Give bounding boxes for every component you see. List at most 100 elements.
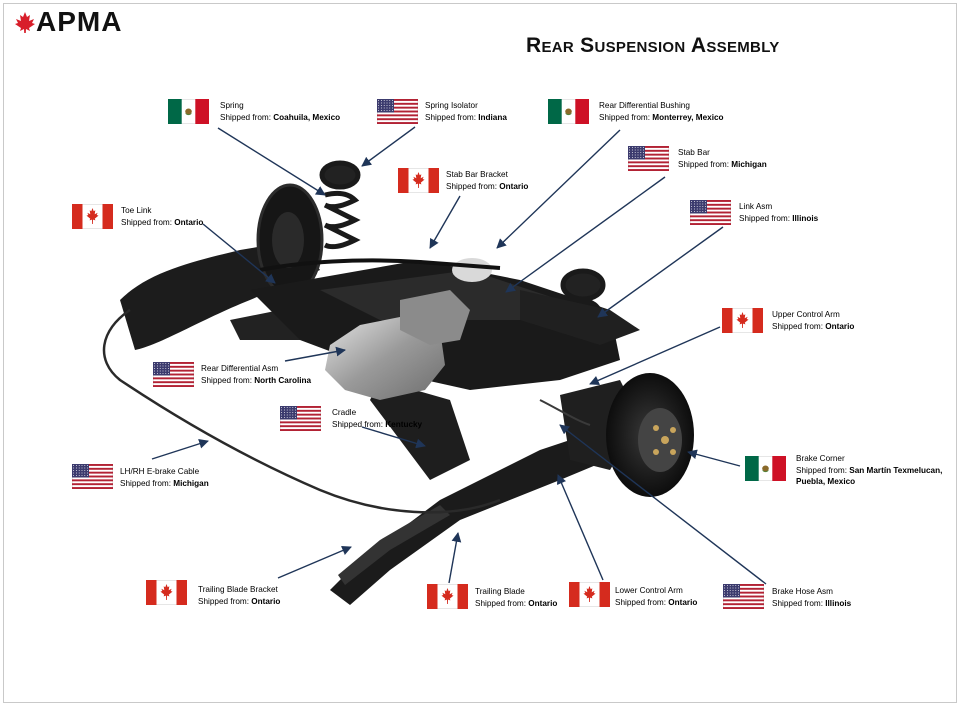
arrow-lower-control-arm xyxy=(556,474,604,581)
part-location: Kentucky xyxy=(385,419,423,429)
label-toe-link: Toe Link Shipped from: Ontario xyxy=(121,205,203,228)
part-name: Rear Differential Asm xyxy=(201,364,279,373)
part-name: Brake Corner xyxy=(796,454,845,463)
callout-arrows xyxy=(151,126,767,585)
arrow-rear-differential-bushing xyxy=(496,129,621,249)
flag-rear-differential-bushing xyxy=(547,98,590,125)
flag-upper-control-arm xyxy=(721,307,764,334)
label-spring: Spring Shipped from: Coahuila, Mexico xyxy=(220,100,340,123)
label-cradle: Cradle Shipped from: Kentucky xyxy=(332,407,422,430)
flag-link-asm xyxy=(689,199,732,226)
canada-flag-icon xyxy=(71,203,114,230)
flag-cradle xyxy=(279,405,322,432)
arrow-trailing-blade-bracket xyxy=(277,545,352,579)
part-location: Ontario xyxy=(528,598,558,608)
maple-leaf-icon xyxy=(15,12,35,33)
label-link-asm: Link Asm Shipped from: Illinois xyxy=(739,201,818,224)
arrow-brake-hose-asm xyxy=(559,424,767,585)
brake-hose-shape xyxy=(539,399,591,426)
shipped-prefix: Shipped from: xyxy=(198,596,252,606)
part-location: Indiana xyxy=(478,112,507,122)
flag-rear-differential-asm xyxy=(152,361,195,388)
part-location: Michigan xyxy=(731,159,767,169)
flag-brake-hose-asm xyxy=(722,583,765,610)
part-name: Stab Bar Bracket xyxy=(446,170,508,179)
shipped-prefix: Shipped from: xyxy=(446,181,500,191)
part-location: Ontario xyxy=(668,597,698,607)
page-frame xyxy=(3,3,957,703)
part-location: Ontario xyxy=(825,321,855,331)
part-name: Brake Hose Asm xyxy=(772,587,833,596)
label-trailing-blade-bracket: Trailing Blade Bracket Shipped from: Ont… xyxy=(198,584,280,607)
flag-ebrake-cable xyxy=(71,463,114,490)
part-name: Trailing Blade xyxy=(475,587,525,596)
part-name: Trailing Blade Bracket xyxy=(198,585,278,594)
usa-flag-icon xyxy=(689,199,732,226)
arrow-cradle xyxy=(361,426,426,449)
part-location: Michigan xyxy=(173,478,209,488)
part-location: San Martín Texmelucan, Puebla, Mexico xyxy=(796,465,943,487)
part-name: Rear Differential Bushing xyxy=(599,101,690,110)
label-brake-hose-asm: Brake Hose Asm Shipped from: Illinois xyxy=(772,586,851,609)
label-rear-differential-asm: Rear Differential Asm Shipped from: Nort… xyxy=(201,363,311,386)
usa-flag-icon xyxy=(376,98,419,125)
label-stab-bar: Stab Bar Shipped from: Michigan xyxy=(678,147,767,170)
shipped-prefix: Shipped from: xyxy=(121,217,175,227)
shipped-prefix: Shipped from: xyxy=(332,419,386,429)
flag-toe-link xyxy=(71,203,114,230)
part-name: Spring xyxy=(220,101,244,110)
shipped-prefix: Shipped from: xyxy=(772,598,826,608)
arrow-spring-isolator xyxy=(361,126,416,167)
flag-trailing-blade-bracket xyxy=(145,579,188,606)
part-location: Ontario xyxy=(499,181,529,191)
part-location: Coahuila, Mexico xyxy=(273,112,341,122)
shipped-prefix: Shipped from: xyxy=(796,465,850,475)
part-location: Ontario xyxy=(174,217,204,227)
arrow-link-asm xyxy=(597,226,724,318)
canada-flag-icon xyxy=(426,583,469,610)
shipped-prefix: Shipped from: xyxy=(678,159,732,169)
part-name: LH/RH E-brake Cable xyxy=(120,467,200,476)
usa-flag-icon xyxy=(71,463,114,490)
part-name: Toe Link xyxy=(121,206,152,215)
ebrake-cable-shape xyxy=(102,308,501,514)
mexico-flag-icon xyxy=(167,98,210,125)
shipped-prefix: Shipped from: xyxy=(739,213,793,223)
page-title: Rear Suspension Assembly xyxy=(526,34,780,57)
usa-flag-icon xyxy=(279,405,322,432)
label-upper-control-arm: Upper Control Arm Shipped from: Ontario xyxy=(772,309,854,332)
label-spring-isolator: Spring Isolator Shipped from: Indiana xyxy=(425,100,507,123)
flag-stab-bar xyxy=(627,145,670,172)
label-rear-differential-bushing: Rear Differential Bushing Shipped from: … xyxy=(599,100,724,123)
usa-flag-icon xyxy=(152,361,195,388)
arrow-brake-corner xyxy=(687,449,741,467)
usa-flag-icon xyxy=(627,145,670,172)
logo-text: APMA xyxy=(36,6,123,37)
arrow-ebrake-cable xyxy=(151,439,209,460)
shipped-prefix: Shipped from: xyxy=(599,112,653,122)
shipped-prefix: Shipped from: xyxy=(120,478,174,488)
stab-bar-shape xyxy=(259,258,501,272)
part-location: North Carolina xyxy=(254,375,312,385)
arrow-stab-bar-bracket xyxy=(429,195,461,249)
part-location: Monterrey, Mexico xyxy=(652,112,724,122)
part-name: Stab Bar xyxy=(678,148,710,157)
shipped-prefix: Shipped from: xyxy=(425,112,479,122)
label-stab-bar-bracket: Stab Bar Bracket Shipped from: Ontario xyxy=(446,169,528,192)
part-name: Lower Control Arm xyxy=(615,586,683,595)
mexico-flag-icon xyxy=(547,98,590,125)
canada-flag-icon xyxy=(145,579,188,606)
left-spring xyxy=(319,160,361,250)
arrow-trailing-blade xyxy=(448,532,462,584)
flag-trailing-blade xyxy=(426,583,469,610)
part-name: Spring Isolator xyxy=(425,101,478,110)
shipped-prefix: Shipped from: xyxy=(475,598,529,608)
flag-spring xyxy=(167,98,210,125)
flag-spring-isolator xyxy=(376,98,419,125)
arrow-stab-bar xyxy=(505,176,666,293)
part-name: Link Asm xyxy=(739,202,773,211)
arrow-toe-link xyxy=(202,223,276,284)
flag-brake-corner xyxy=(744,455,787,482)
part-name: Cradle xyxy=(332,408,357,417)
